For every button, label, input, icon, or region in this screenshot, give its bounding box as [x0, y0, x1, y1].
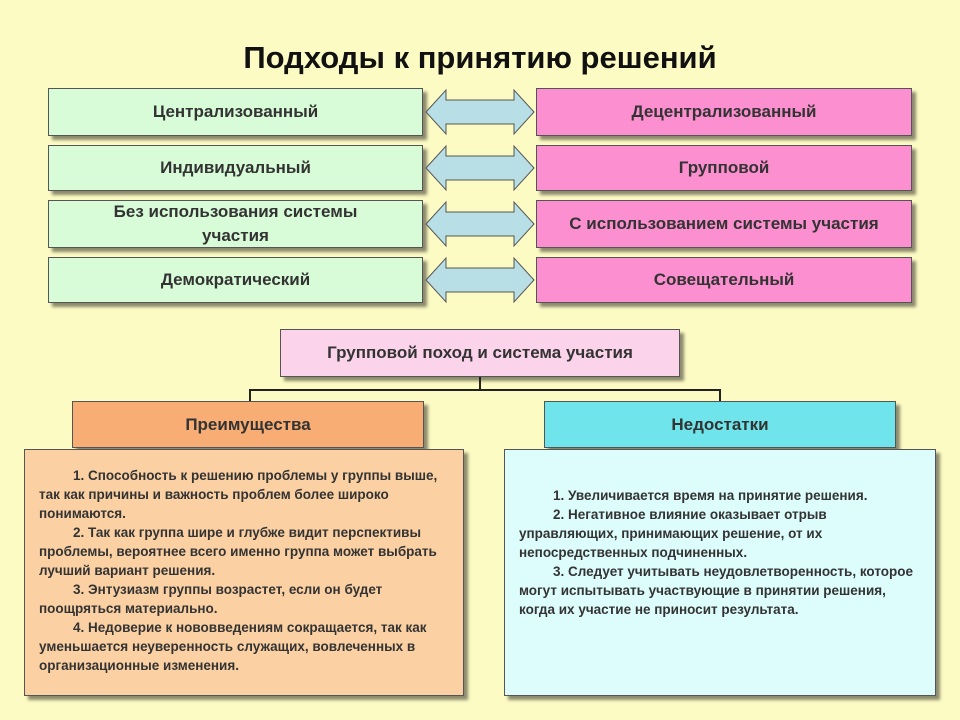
approach-right-4: Совещательный	[536, 257, 912, 303]
approach-left-2: Индивидуальный	[48, 145, 423, 191]
advantages-header: Преимущества	[72, 401, 424, 448]
approach-right-2: Групповой	[536, 145, 912, 191]
list-item: 4. Недоверие к нововведениям сокращается…	[39, 620, 427, 673]
double-headed-arrow-icon	[425, 200, 535, 248]
arrows-group	[425, 88, 535, 304]
list-item: 2. Так как группа шире и глубже видит пе…	[39, 525, 437, 578]
list-item: 1. Увеличивается время на принятие решен…	[553, 488, 868, 503]
approach-left-4: Демократический	[48, 257, 423, 303]
double-headed-arrow-icon	[425, 256, 535, 304]
center-box: Групповой поход и система участия	[280, 329, 680, 377]
approach-left-1: Централизованный	[48, 88, 423, 136]
double-headed-arrow-icon	[425, 88, 535, 136]
approach-left-3: Без использования системы участия	[48, 200, 423, 248]
connector-right-drop	[719, 389, 721, 401]
disadvantages-header: Недостатки	[544, 401, 896, 448]
list-item: 2. Негативное влияние оказывает отрыв уп…	[519, 507, 827, 560]
list-item: 3. Энтузиазм группы возрастет, если он б…	[39, 582, 383, 616]
advantages-list: 1. Способность к решению проблемы у груп…	[24, 449, 464, 696]
page-title: Подходы к принятию решений	[243, 40, 717, 75]
connector-vertical	[479, 377, 481, 390]
connector-left-drop	[249, 389, 251, 401]
list-item: 1. Способность к решению проблемы у груп…	[39, 468, 438, 521]
double-headed-arrow-icon	[425, 144, 535, 192]
disadvantages-list: 1. Увеличивается время на принятие решен…	[504, 449, 936, 696]
list-item: 3. Следует учитывать неудовлетворенность…	[519, 564, 914, 617]
approach-right-3: С использованием системы участия	[536, 200, 912, 248]
connector-horizontal	[249, 389, 721, 391]
approach-right-1: Децентрализованный	[536, 88, 912, 136]
